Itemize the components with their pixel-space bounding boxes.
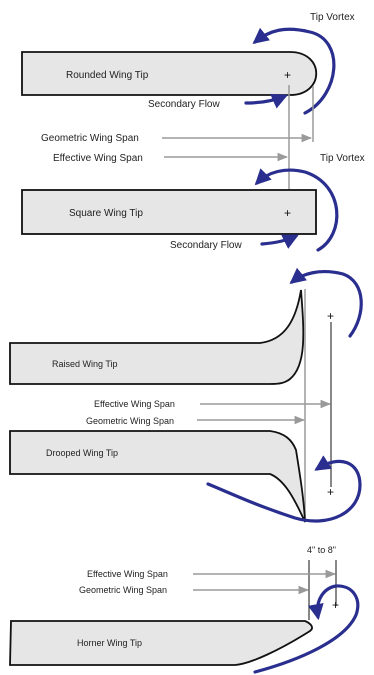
drooped-wing-shape bbox=[9, 430, 306, 523]
tip-vortex-arrow-top bbox=[252, 27, 336, 115]
secondary-flow-arrow-1 bbox=[244, 93, 288, 109]
drooped-wing-label: Drooped Wing Tip bbox=[46, 448, 118, 458]
raised-tip-plus: + bbox=[327, 309, 334, 323]
horner-vortex-arrow bbox=[253, 584, 360, 674]
raised-wing-label: Raised Wing Tip bbox=[52, 359, 118, 369]
geometric-span-label-1: Geometric Wing Span bbox=[41, 133, 139, 144]
drooped-tip-plus: + bbox=[327, 485, 334, 499]
rounded-tip-panel: Rounded Wing Tip + Tip Vortex Secondary … bbox=[21, 12, 355, 115]
raised-tip-panel: Raised Wing Tip + bbox=[9, 267, 363, 385]
raised-vortex-arrow bbox=[289, 267, 363, 338]
drooped-vortex-arrow bbox=[206, 455, 362, 523]
square-tip-plus: + bbox=[284, 206, 291, 220]
offset-note-label: 4" to 8" bbox=[307, 545, 336, 555]
rounded-wing-label: Rounded Wing Tip bbox=[66, 70, 149, 81]
drooped-tip-panel: Drooped Wing Tip + bbox=[9, 430, 362, 523]
geometric-span-label-2: Geometric Wing Span bbox=[86, 416, 174, 426]
effective-span-label-3: Effective Wing Span bbox=[87, 569, 168, 579]
tip-vortex-label-mid: Tip Vortex bbox=[320, 153, 365, 164]
effective-span-label-2: Effective Wing Span bbox=[94, 399, 175, 409]
square-wing-label: Square Wing Tip bbox=[69, 208, 143, 219]
horner-tip-panel: Horner Wing Tip + bbox=[9, 584, 360, 674]
secondary-flow-label-2: Secondary Flow bbox=[170, 240, 242, 251]
horner-wing-label: Horner Wing Tip bbox=[77, 638, 142, 648]
horner-tip-plus: + bbox=[332, 598, 339, 612]
geometric-span-label-3: Geometric Wing Span bbox=[79, 585, 167, 595]
secondary-flow-label-1: Secondary Flow bbox=[148, 99, 220, 110]
horner-wing-shape bbox=[9, 620, 313, 666]
square-tip-panel: Square Wing Tip + Secondary Flow bbox=[21, 168, 339, 252]
rounded-wing-shape bbox=[21, 51, 317, 96]
square-wing-shape bbox=[21, 189, 317, 235]
raised-wing-shape bbox=[9, 289, 305, 385]
tip-vortex-label-top: Tip Vortex bbox=[310, 12, 355, 23]
tip-vortex-arrow-mid bbox=[254, 168, 339, 252]
rounded-tip-plus: + bbox=[284, 68, 291, 82]
secondary-flow-arrow-2 bbox=[260, 234, 299, 249]
effective-span-label-1: Effective Wing Span bbox=[53, 153, 143, 164]
